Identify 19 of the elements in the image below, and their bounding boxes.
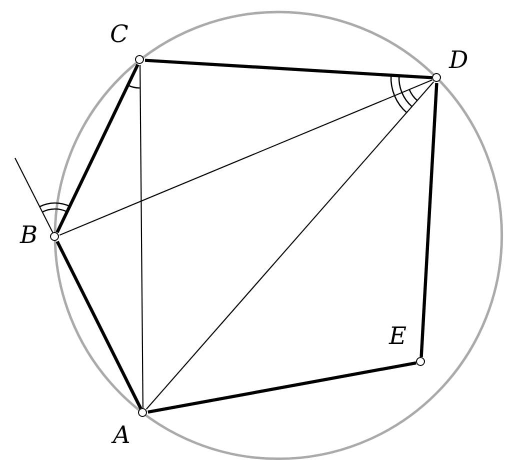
point-label: B: [20, 223, 38, 247]
point-marker: [138, 408, 147, 417]
line-segment: [14, 158, 54, 233]
line-segment: [146, 81, 434, 410]
point-label: A: [113, 423, 130, 447]
point-marker: [135, 55, 144, 64]
point-label: E: [389, 324, 407, 348]
line-segment: [140, 65, 144, 408]
point-marker: [50, 232, 59, 241]
line-segment: [59, 79, 433, 236]
point-marker: [416, 357, 425, 366]
line-segment: [144, 58, 432, 80]
line-segment: [56, 240, 142, 410]
line-segment: [56, 64, 140, 234]
point-marker: [432, 73, 441, 82]
point-label: C: [110, 22, 128, 46]
point-label: D: [449, 48, 468, 72]
line-segment: [420, 82, 438, 358]
line-segment: [148, 361, 416, 414]
